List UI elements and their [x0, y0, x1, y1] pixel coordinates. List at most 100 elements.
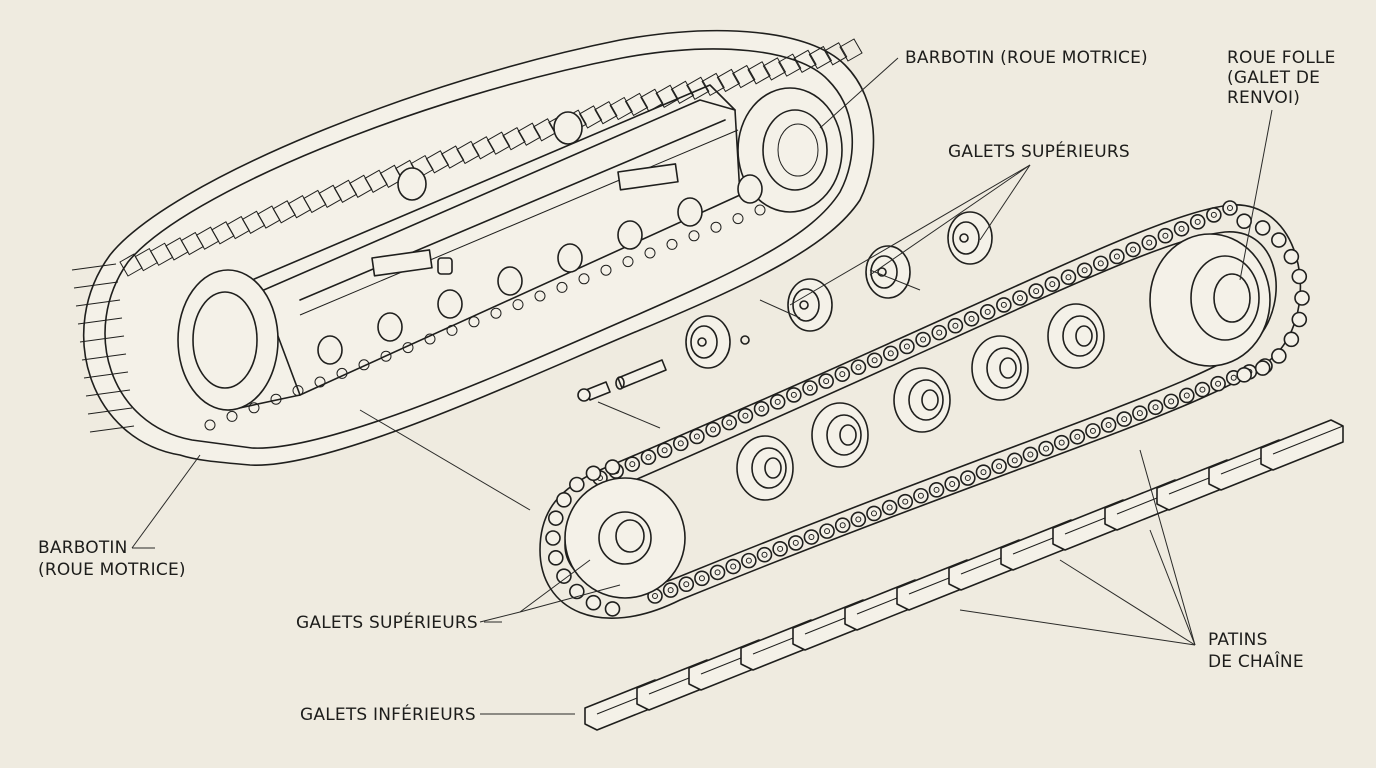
chain-link	[732, 213, 744, 225]
chain-link-pin	[1058, 439, 1065, 446]
chain-link	[585, 594, 602, 611]
chain-link-pin	[1215, 380, 1222, 387]
chain-link	[1069, 428, 1086, 445]
chain-link-pin	[1074, 433, 1081, 440]
chain-link	[688, 230, 700, 242]
chain-link	[358, 359, 370, 371]
label-sprocket-top: BARBOTIN (ROUE MOTRICE)	[905, 48, 1148, 68]
label-idler-line2: (GALET DE	[1227, 68, 1320, 88]
grouser-rib	[624, 92, 649, 117]
chain-link	[769, 394, 786, 410]
chain-link-pin	[968, 315, 975, 322]
chain-link-pin	[1210, 211, 1217, 218]
carrier-roller-face	[690, 325, 718, 359]
chain-link	[710, 221, 722, 233]
chain-link	[897, 493, 914, 510]
chain-link-pin	[917, 492, 924, 499]
track-shoe	[1260, 419, 1344, 471]
chain-link-pin	[629, 461, 636, 468]
chain-link	[803, 529, 820, 545]
chain-link	[578, 273, 590, 285]
chain-link	[689, 428, 705, 445]
track-roller-hub	[999, 357, 1017, 379]
chain-link-pin	[693, 433, 700, 440]
chain-link	[604, 601, 621, 617]
chain-link	[1291, 268, 1308, 285]
grouser-rib	[609, 96, 633, 121]
track-roller	[497, 266, 523, 296]
chain-link-pin	[1227, 205, 1233, 211]
chain-link-pin	[933, 486, 940, 493]
chain-link	[915, 331, 931, 348]
track-roller-flange	[986, 347, 1022, 389]
chain-link	[640, 449, 657, 466]
grouser-rib	[778, 53, 802, 77]
track-roller	[317, 335, 343, 365]
chain-link	[931, 324, 948, 341]
chain-link	[1060, 269, 1077, 286]
chain-link	[1291, 311, 1308, 328]
chain-link	[585, 465, 602, 482]
chain-link	[772, 541, 788, 557]
chain-link	[270, 393, 282, 405]
track-roller-hub	[1075, 325, 1093, 347]
pin-and-bushing	[577, 335, 750, 402]
chain-link-pin	[1017, 295, 1023, 301]
chain-link	[556, 281, 568, 293]
label-track-rollers: GALETS INFÉRIEURS	[300, 703, 476, 725]
assembled-idler	[737, 87, 843, 213]
chain-link	[1100, 417, 1117, 433]
chain-link	[787, 535, 804, 551]
track-roller	[557, 243, 583, 273]
chain-link-pin	[683, 581, 690, 588]
chain-link	[947, 317, 964, 334]
chain-link-pin	[903, 343, 910, 350]
track-roller-flange	[1062, 315, 1098, 357]
grouser-rib	[441, 145, 465, 169]
chain-link-pin	[1194, 218, 1201, 225]
chain-link-pin	[645, 454, 652, 461]
chain-link-pin	[1000, 301, 1007, 308]
chain-link	[866, 352, 883, 369]
track-roller	[677, 197, 703, 227]
track-roller-flange	[826, 414, 862, 456]
chain-link	[666, 238, 678, 250]
chain-link	[756, 546, 773, 563]
chain-link	[834, 366, 851, 382]
chain-link-pin	[839, 522, 846, 529]
chain-link	[963, 310, 980, 327]
chain-link-pin	[758, 405, 765, 412]
chain-link	[512, 299, 524, 311]
chain-link	[1283, 248, 1300, 265]
chain-link	[1038, 440, 1054, 457]
chain-link	[709, 564, 726, 581]
grouser-rib	[77, 317, 123, 325]
chain-link	[424, 333, 436, 345]
grouser-rib	[640, 88, 664, 112]
chain-link	[754, 204, 766, 216]
assembled-lower-chain	[204, 174, 766, 431]
chain-link-pin	[902, 498, 909, 505]
chain-link-pin	[742, 412, 749, 419]
chain-link-pin	[839, 371, 846, 378]
track-rollers-exploded	[736, 303, 1105, 501]
chain-link	[1109, 248, 1125, 265]
grouser-rib	[578, 105, 603, 129]
chain-link-pin	[1230, 374, 1237, 381]
grouser-rib	[716, 68, 741, 93]
grouser-rib	[747, 61, 771, 85]
chain-link	[644, 247, 656, 259]
chain-link-pin	[1168, 398, 1175, 405]
chain-link	[1147, 399, 1164, 416]
chain-link	[802, 380, 818, 396]
label-carrier-top: GALETS SUPÉRIEURS	[948, 140, 1130, 162]
track-roller-hub	[839, 424, 857, 446]
chain-link	[834, 517, 851, 534]
label-idler-line3: RENVOI)	[1227, 88, 1300, 108]
chain-link	[380, 350, 392, 362]
chain-link	[996, 297, 1012, 313]
chain-link	[1132, 405, 1148, 421]
chain-link-pin	[824, 528, 831, 535]
chain-link	[818, 373, 834, 389]
chain-link-pin	[855, 516, 862, 523]
